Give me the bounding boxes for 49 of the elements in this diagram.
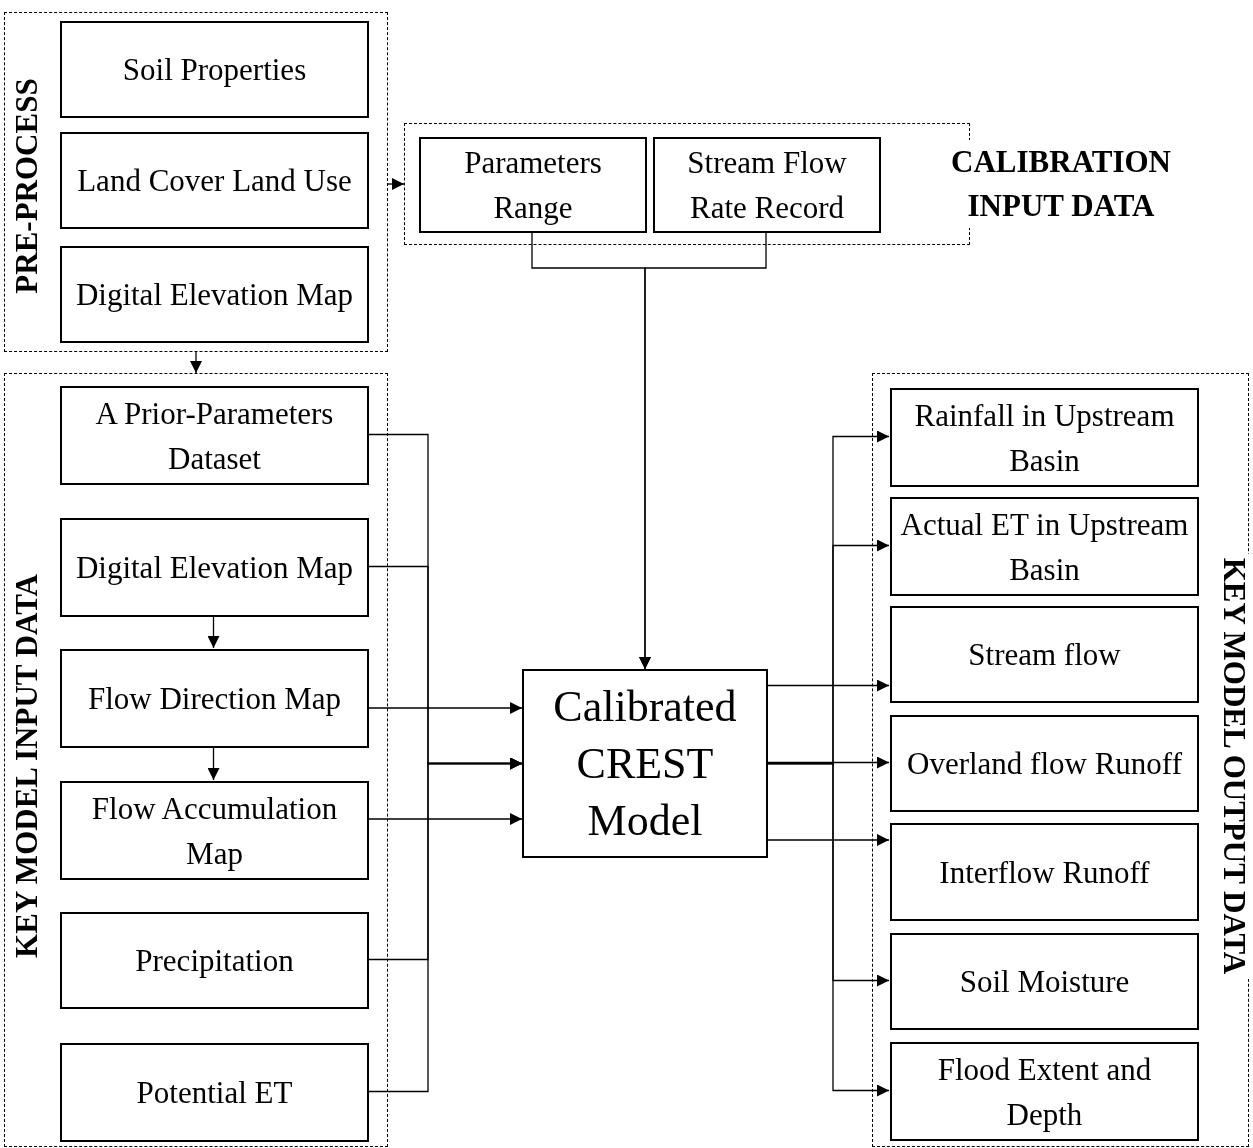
- process-box: [522, 669, 768, 858]
- box-label: Stream Flow Rate Record: [686, 144, 848, 227]
- box-label: Digital Elevation Map: [74, 549, 355, 587]
- box-label: Interflow Runoff: [938, 853, 1151, 892]
- process-box: [60, 649, 369, 748]
- arrow: [767, 762, 890, 1097]
- box-label: Rainfall in Upstream Basin: [913, 396, 1176, 480]
- process-box: [419, 137, 647, 233]
- process-box: [60, 386, 369, 485]
- process-box: [60, 781, 369, 880]
- box-label: Precipitation: [134, 942, 295, 980]
- arrow: [207, 746, 220, 781]
- box-label: Actual ET in Upstream Basin: [899, 505, 1190, 589]
- process-box: [60, 1043, 369, 1142]
- box-label: Flow Direction Map: [86, 680, 343, 718]
- process-box: [60, 132, 369, 229]
- process-box: [890, 388, 1199, 487]
- process-box: [653, 137, 881, 233]
- process-box: [60, 912, 369, 1009]
- process-box: [890, 933, 1199, 1030]
- process-box: [890, 497, 1199, 596]
- box-label: Digital Elevation Map: [74, 276, 355, 314]
- arrow: [767, 679, 890, 692]
- arrow: [190, 351, 202, 374]
- process-box: [890, 606, 1199, 703]
- process-box: [890, 715, 1199, 812]
- box-label: Land Cover Land Use: [76, 162, 353, 200]
- box-label: Parameters Range: [463, 144, 603, 227]
- arrow: [767, 834, 890, 846]
- box-label: Flow Accumulation Map: [90, 789, 339, 873]
- arrow: [767, 756, 890, 769]
- arrow: [207, 615, 220, 649]
- process-box: [890, 823, 1199, 921]
- dashed-group-frame: [4, 12, 388, 352]
- box-label: Soil Properties: [121, 51, 308, 89]
- arrow: [387, 178, 405, 190]
- process-box: [60, 21, 369, 118]
- process-box: [60, 246, 369, 343]
- box-label: Overland flow Runoff: [906, 745, 1183, 783]
- box-label: Flood Extent and Depth: [936, 1050, 1153, 1134]
- box-label: Soil Moisture: [958, 963, 1131, 1001]
- box-label: Calibrated CREST Model: [552, 681, 738, 847]
- process-box: [890, 1042, 1199, 1141]
- box-label: A Prior-Parameters Dataset: [94, 394, 335, 478]
- box-label: Potential ET: [135, 1074, 294, 1112]
- arrow: [639, 231, 767, 670]
- dashed-group-frame: [4, 373, 388, 1147]
- box-label: Stream flow: [967, 636, 1122, 674]
- process-box: [60, 518, 369, 617]
